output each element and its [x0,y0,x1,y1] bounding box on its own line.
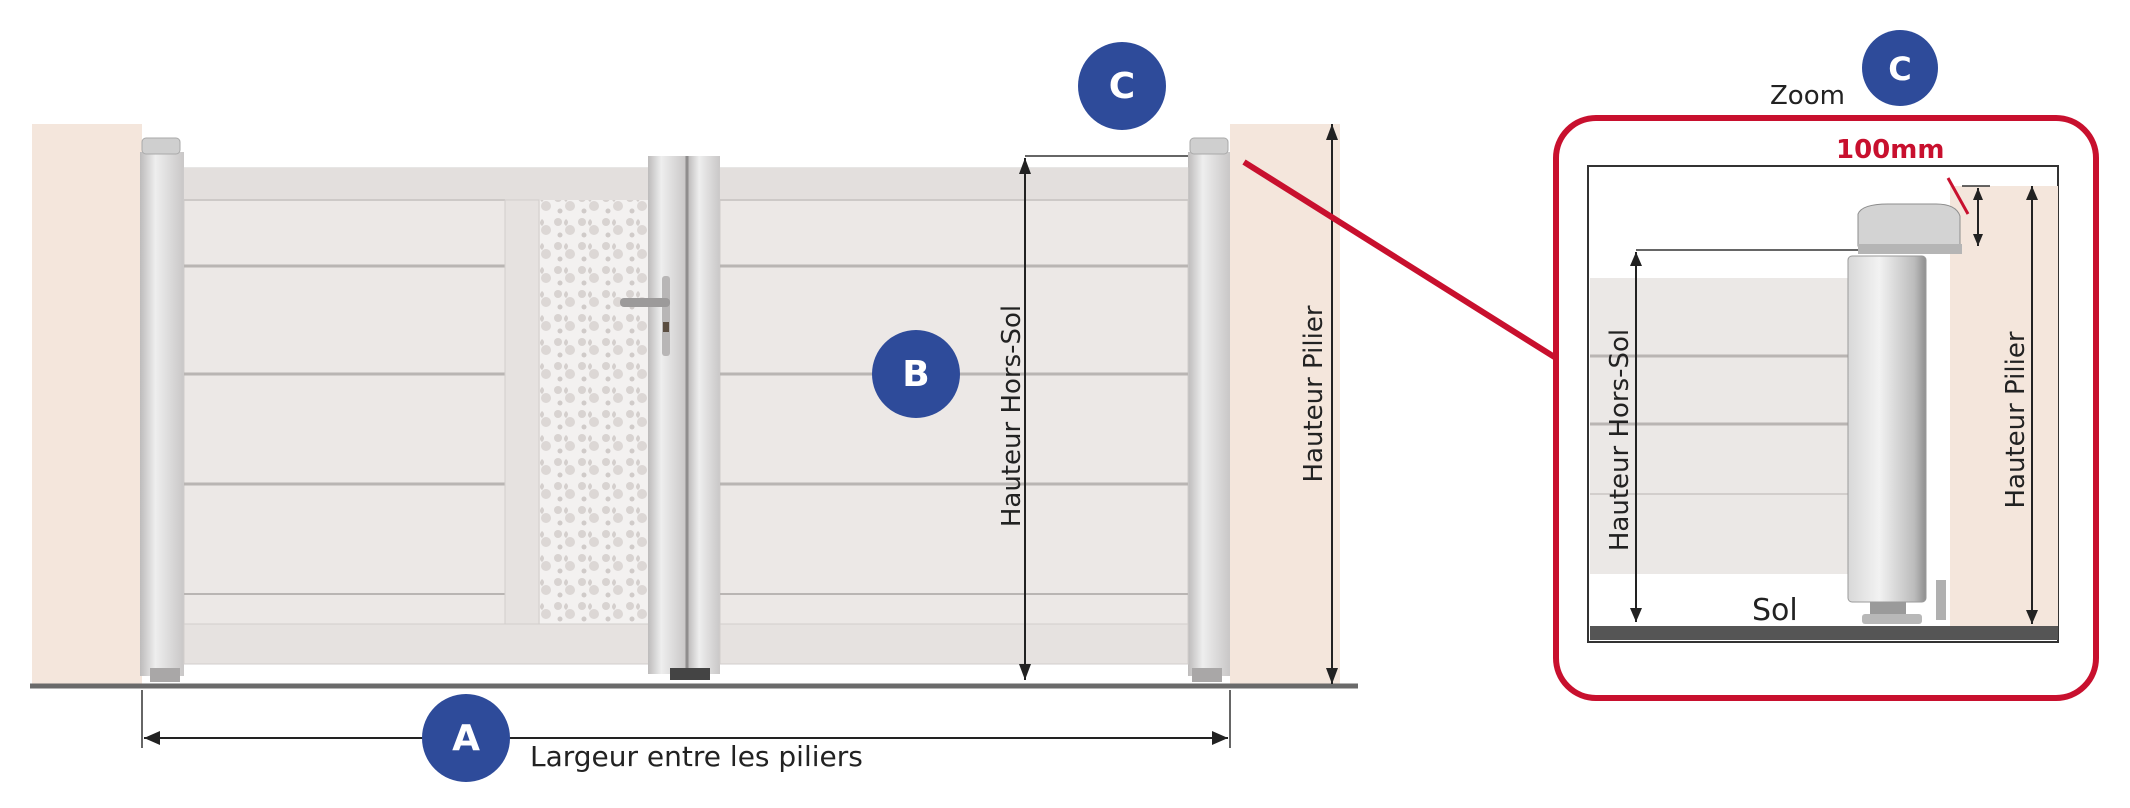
zoom-inset: Zoom C Sol Hauteur Hors-Sol [1553,30,2099,701]
zoom-callout-line [1242,159,1558,361]
badge-b: B [872,330,960,418]
main-gate-illustration [30,124,1358,689]
height-above-ground-label: Hauteur Hors-Sol [997,305,1027,527]
width-label: Largeur entre les piliers [530,740,863,773]
badge-c-main: C [1078,42,1166,130]
motor-cylinder [1847,255,1927,603]
badge-a: A [422,694,510,782]
width-dimension: Largeur entre les piliers [141,690,1231,773]
left-pillar [32,124,142,684]
svg-text:B: B [902,354,929,395]
badge-c-zoom: C [1862,30,1938,106]
decorative-floral-panel [540,200,648,624]
zoom-pillar-height-label: Hauteur Pilier [2001,331,2031,508]
right-pillar [1230,124,1340,684]
left-post [140,152,184,676]
pillar-height-label: Hauteur Pilier [1299,305,1329,482]
center-post-right [688,156,720,674]
center-post-left [648,156,686,674]
svg-text:C: C [1109,66,1135,107]
right-post [1188,152,1230,676]
ground-label: Sol [1752,593,1798,628]
right-leaf [719,167,1189,665]
zoom-label: Zoom [1770,81,1845,111]
clearance-label: 100mm [1836,135,1944,165]
zoom-height-above-ground-label: Hauteur Hors-Sol [1605,329,1635,551]
svg-text:C: C [1888,50,1911,88]
height-above-ground-dimension: Hauteur Hors-Sol [997,155,1188,680]
svg-text:A: A [452,718,480,759]
door-handle-icon [620,276,670,356]
motor-head [1857,203,1961,247]
zoom-ground [1590,626,2058,640]
